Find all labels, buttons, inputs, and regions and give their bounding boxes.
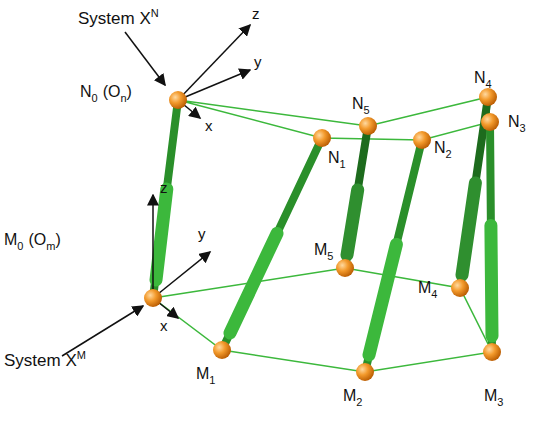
label-text: x: [205, 117, 213, 134]
subscript: 3: [520, 122, 526, 134]
point-label: System XM: [4, 352, 86, 369]
superscript: N: [151, 7, 159, 19]
point-label: N0(On): [80, 84, 132, 100]
point-label: M5: [314, 242, 333, 258]
joint-spheres: [144, 88, 501, 381]
point-label: z: [252, 6, 260, 21]
point-label: M4: [418, 280, 437, 296]
superscript: M: [77, 349, 86, 361]
subscript: 5: [327, 250, 333, 262]
point-label: M3: [484, 388, 503, 404]
label-text: M: [196, 365, 209, 382]
subscript: 5: [364, 104, 370, 116]
point-label: N4: [474, 70, 492, 86]
point-label: System XN: [78, 10, 159, 27]
subscript: 1: [340, 158, 346, 170]
point-label: y: [198, 226, 206, 241]
platform-outline: [178, 97, 490, 140]
label-text: (O: [103, 83, 121, 100]
label-text: ): [55, 231, 60, 248]
label-text: N: [352, 95, 364, 112]
subscript: m: [46, 240, 55, 252]
subscript: 4: [431, 288, 437, 300]
label-text: z: [252, 5, 260, 22]
point-label: y: [254, 54, 262, 69]
label-text: M: [418, 279, 431, 296]
label-text: z: [160, 179, 168, 196]
subscript: n: [120, 92, 126, 104]
subscript: 4: [486, 78, 492, 90]
label-text: N: [328, 149, 340, 166]
label-text: M: [314, 241, 327, 258]
point-label: N5: [352, 96, 370, 112]
label-text: N: [80, 83, 92, 100]
point-label: M2: [343, 388, 362, 404]
label-text: (O: [28, 231, 46, 248]
label-text: y: [254, 53, 262, 70]
base-outline: [153, 268, 492, 372]
label-text: N: [434, 139, 446, 156]
coordinate-axes: [62, 25, 250, 356]
subscript: 2: [356, 396, 362, 408]
subscript: 0: [92, 92, 98, 104]
leg-cylinders: [156, 183, 492, 355]
subscript: 0: [17, 240, 23, 252]
point-label: N3: [508, 114, 526, 130]
point-label: M1: [196, 366, 215, 382]
label-text: M: [343, 387, 356, 404]
subscript: 3: [497, 396, 503, 408]
subscript: 1: [209, 374, 215, 386]
label-text: System X: [4, 351, 77, 370]
label-text: y: [198, 225, 206, 242]
label-text: x: [160, 317, 168, 334]
point-label: z: [160, 180, 168, 195]
label-text: ): [127, 83, 132, 100]
point-label: M0(Om): [4, 232, 61, 248]
leg-rods: [153, 97, 492, 372]
label-text: System X: [78, 9, 151, 28]
point-label: x: [160, 318, 168, 333]
subscript: 2: [446, 148, 452, 160]
label-text: N: [474, 69, 486, 86]
label-text: N: [508, 113, 520, 130]
point-label: N2: [434, 140, 452, 156]
label-text: M: [484, 387, 497, 404]
label-text: M: [4, 231, 17, 248]
point-label: x: [205, 118, 213, 133]
point-label: N1: [328, 150, 346, 166]
